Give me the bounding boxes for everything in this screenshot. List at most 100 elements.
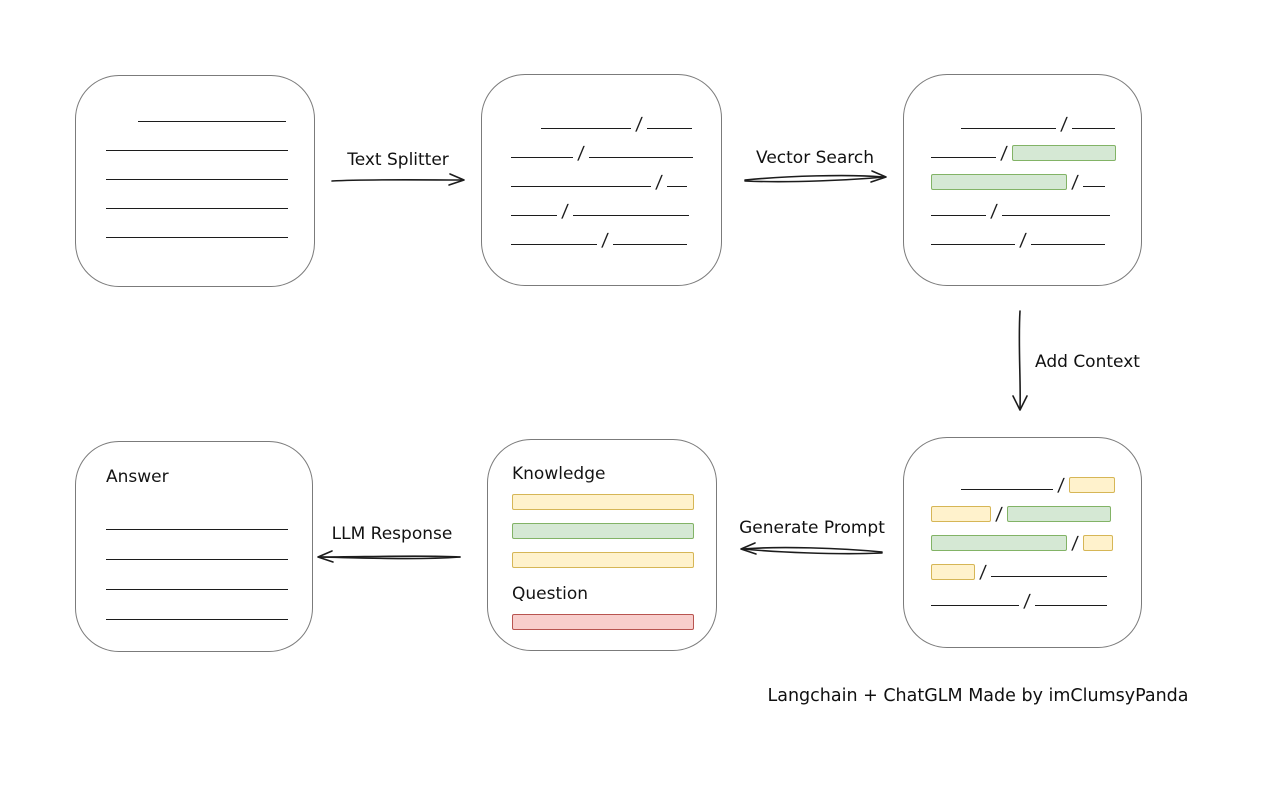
green-chunk [512, 523, 694, 539]
slash-separator: / [1022, 591, 1032, 612]
text-line [573, 215, 690, 216]
llm-response-label: LLM Response [331, 524, 453, 544]
text-line [1035, 605, 1108, 606]
yellow-chunk [931, 506, 991, 522]
doc-row: / [931, 114, 1141, 135]
slash-separator: / [989, 201, 999, 222]
text-line [931, 157, 996, 158]
doc-row: / [931, 475, 1141, 496]
doc-row: / [931, 591, 1141, 612]
green-chunk [931, 174, 1067, 190]
answer-content: Answer [76, 442, 312, 623]
add-context-label: Add Context [1035, 352, 1140, 372]
doc-row [512, 523, 716, 539]
slash-separator: / [654, 172, 664, 193]
text-line [961, 489, 1053, 490]
split-text-content: / / / / / [482, 75, 721, 251]
slash-separator: / [978, 562, 988, 583]
vector-search-label: Vector Search [756, 148, 874, 168]
doc-row: / [931, 201, 1141, 222]
doc-row [106, 576, 312, 593]
text-line [511, 186, 651, 187]
yellow-chunk [1069, 477, 1116, 493]
doc-row [106, 546, 312, 563]
prompt-heading: Knowledge [512, 464, 606, 484]
doc-row: / [931, 230, 1141, 251]
doc-row [106, 108, 314, 125]
doc-row: / [931, 504, 1141, 525]
source-document-content [76, 76, 314, 241]
vector-matches-node: / / / / / [903, 74, 1142, 286]
llm-response-arrow-icon [317, 550, 461, 563]
yellow-chunk [1083, 535, 1114, 551]
answer-node: Answer [75, 441, 313, 652]
text-line [1002, 215, 1111, 216]
text-line [541, 128, 631, 129]
context-chunks-content: / / / / / [904, 438, 1141, 612]
doc-row [512, 494, 716, 510]
text-line [931, 244, 1015, 245]
doc-row: / [931, 562, 1141, 583]
text-line [511, 157, 573, 158]
text-splitter-label: Text Splitter [347, 150, 449, 170]
vector-matches-content: / / / / / [904, 75, 1141, 251]
doc-row [106, 137, 314, 154]
slash-separator: / [560, 201, 570, 222]
text-line [589, 157, 694, 158]
slash-separator: / [1056, 475, 1066, 496]
text-splitter-arrow-icon [331, 173, 465, 186]
slash-separator: / [1070, 172, 1080, 193]
slash-separator: / [1059, 114, 1069, 135]
yellow-chunk [512, 494, 694, 510]
text-line [106, 559, 288, 560]
slash-separator: / [999, 143, 1009, 164]
slash-separator: / [576, 143, 586, 164]
split-text-node: / / / / / [481, 74, 722, 286]
diagram-caption: Langchain + ChatGLM Made by imClumsyPand… [767, 686, 1189, 706]
text-line [138, 121, 286, 122]
text-line [991, 576, 1108, 577]
doc-row: / [511, 114, 721, 135]
text-line [106, 179, 288, 180]
source-document-node [75, 75, 315, 287]
generate-prompt-arrow-icon [740, 542, 883, 555]
doc-row: / [931, 143, 1141, 164]
vector-search-arrow-icon [744, 170, 887, 183]
doc-row [106, 606, 312, 623]
green-chunk [1012, 145, 1117, 161]
text-line [931, 215, 986, 216]
text-line [106, 619, 288, 620]
text-line [931, 605, 1019, 606]
slash-separator: / [1018, 230, 1028, 251]
doc-row: / [511, 172, 721, 193]
slash-separator: / [994, 504, 1004, 525]
doc-row [512, 552, 716, 568]
text-line [511, 244, 597, 245]
slash-separator: / [600, 230, 610, 251]
yellow-chunk [512, 552, 694, 568]
green-chunk [1007, 506, 1112, 522]
text-line [1031, 244, 1106, 245]
yellow-chunk [931, 564, 975, 580]
text-line [1083, 186, 1106, 187]
slash-separator: / [634, 114, 644, 135]
add-context-arrow-icon [1012, 310, 1028, 411]
text-line [106, 529, 288, 530]
context-chunks-node: / / / / / [903, 437, 1142, 648]
text-line [106, 589, 288, 590]
doc-row [106, 166, 314, 183]
doc-row: / [931, 172, 1141, 193]
doc-row: / [511, 143, 721, 164]
doc-row [106, 516, 312, 533]
text-line [961, 128, 1056, 129]
text-line [511, 215, 557, 216]
text-line [106, 237, 288, 238]
generate-prompt-label: Generate Prompt [739, 518, 885, 538]
green-chunk [931, 535, 1067, 551]
doc-row: / [931, 533, 1141, 554]
text-line [647, 128, 693, 129]
answer-heading: Answer [106, 467, 169, 487]
